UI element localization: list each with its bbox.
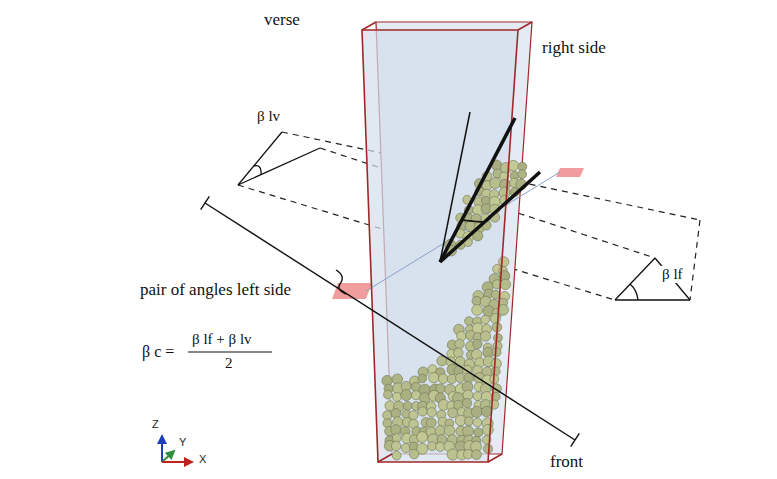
grain xyxy=(429,373,439,383)
angle-symbol xyxy=(238,132,320,185)
grain xyxy=(471,406,482,417)
grain xyxy=(481,315,490,324)
grain xyxy=(438,374,448,384)
formula-term: β c = xyxy=(140,343,176,361)
grain xyxy=(455,339,464,348)
contact-patch xyxy=(556,168,584,177)
front-bracket xyxy=(201,196,580,446)
grain xyxy=(418,374,427,383)
angle-label: β lv xyxy=(255,108,282,125)
axis-label: Y xyxy=(177,436,188,449)
grain xyxy=(436,442,445,451)
grain xyxy=(494,333,503,342)
grain xyxy=(454,348,464,358)
formula-numerator: β lf + β lv xyxy=(190,331,254,348)
grain xyxy=(472,305,483,316)
view-label: verse xyxy=(262,10,302,30)
grain xyxy=(508,160,519,171)
grain xyxy=(391,409,401,419)
angle-lines xyxy=(440,112,540,262)
grain xyxy=(417,432,428,443)
grain xyxy=(462,398,471,407)
view-label: pair of angles left side xyxy=(138,280,293,300)
grain xyxy=(464,417,473,426)
grain xyxy=(448,408,458,418)
grain xyxy=(401,390,412,401)
grain xyxy=(473,418,482,427)
grain xyxy=(473,339,482,348)
grain xyxy=(472,450,482,460)
grain xyxy=(474,428,483,437)
angle-symbol xyxy=(615,258,690,300)
grain xyxy=(518,170,527,179)
formula-denominator: 2 xyxy=(223,355,235,372)
grain xyxy=(456,373,465,382)
view-label: front xyxy=(548,452,585,472)
axis-label: X xyxy=(197,453,208,466)
grain xyxy=(391,441,400,450)
grain xyxy=(490,178,501,189)
grain xyxy=(426,418,436,428)
grain xyxy=(418,407,427,416)
grain xyxy=(481,406,492,417)
grain xyxy=(403,401,412,410)
grain xyxy=(480,331,490,341)
grain xyxy=(384,390,393,399)
angle-label: β lf xyxy=(660,266,685,283)
grain xyxy=(393,392,402,401)
grain xyxy=(409,449,419,459)
grain xyxy=(447,374,456,383)
grain xyxy=(473,392,482,401)
grain xyxy=(427,408,436,417)
grain xyxy=(428,442,437,451)
grain xyxy=(455,357,465,367)
axis-triad xyxy=(162,436,192,462)
grain xyxy=(401,443,410,452)
grain xyxy=(391,425,401,435)
grain xyxy=(483,424,494,435)
grain xyxy=(465,317,474,326)
grain xyxy=(435,425,445,435)
grain xyxy=(500,279,510,289)
axis-label: Z xyxy=(150,418,161,431)
view-label: right side xyxy=(540,38,608,58)
fraction-bar xyxy=(188,351,272,352)
patch-axis xyxy=(366,172,560,291)
grain xyxy=(490,400,499,409)
grain xyxy=(392,451,401,460)
